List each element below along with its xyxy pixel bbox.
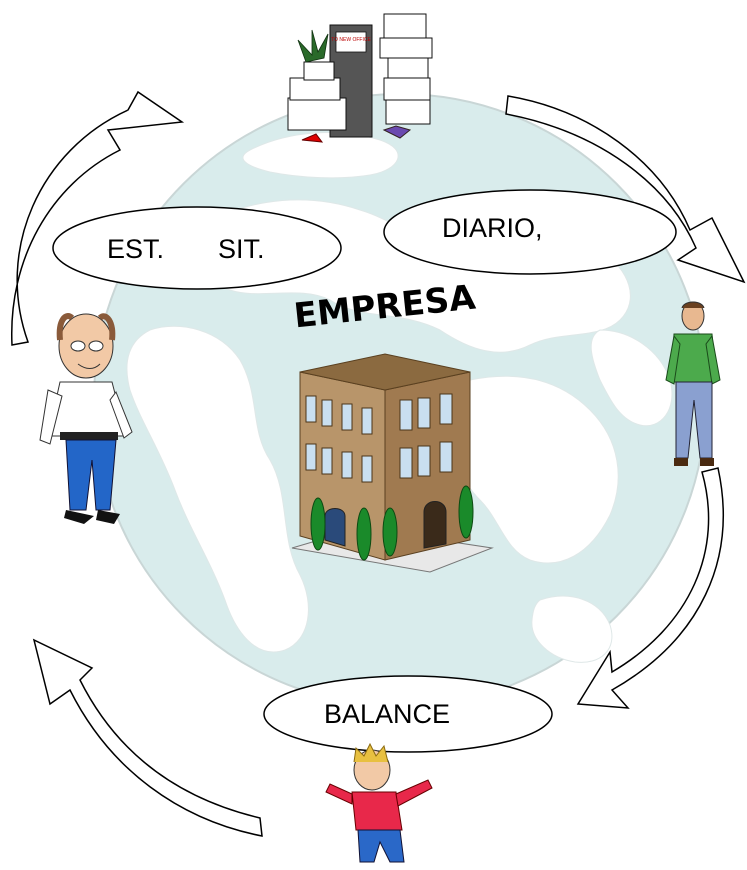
label-balance: BALANCE xyxy=(263,675,553,753)
label-diario: DIARIO, xyxy=(383,189,677,275)
man-green-shirt-icon xyxy=(665,301,721,466)
moving-boxes-icon: TO NEW OFFICE xyxy=(287,13,433,143)
label-balance-text: BALANCE xyxy=(324,699,450,729)
label-est: EST. xyxy=(107,234,164,264)
arrow-left-up xyxy=(11,90,185,346)
label-est-sit: EST. SIT. xyxy=(52,206,342,290)
label-diario-text: DIARIO, xyxy=(442,213,543,243)
building-icon xyxy=(291,353,494,573)
label-sit: SIT. xyxy=(218,234,265,264)
arrow-top-right xyxy=(505,95,746,284)
arrow-bottom-left xyxy=(32,638,263,837)
door-sign: TO NEW OFFICE xyxy=(331,37,371,43)
arrow-right-down xyxy=(576,467,724,709)
cycle-arrows xyxy=(11,90,746,837)
bald-man-icon xyxy=(39,313,133,524)
boy-icon xyxy=(325,742,433,863)
